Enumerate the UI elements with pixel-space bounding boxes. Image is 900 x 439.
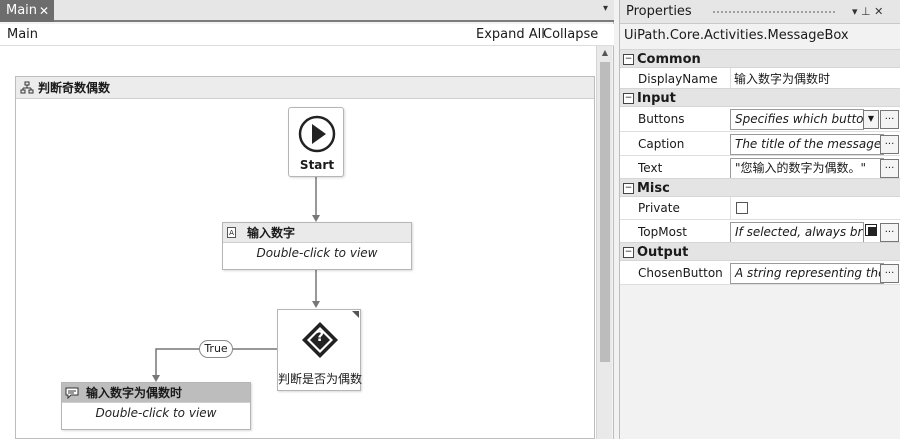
property-row-text[interactable]: Text "您输入的数字为偶数。" ... [620, 156, 900, 180]
property-label: Text [638, 161, 663, 175]
properties-title: Properties [626, 4, 692, 19]
flowchart-header: 判断奇数偶数 [16, 77, 594, 99]
decision-label: 判断是否为偶数 [278, 372, 363, 386]
chevron-down-icon[interactable]: ▾ [602, 3, 608, 14]
column-divider [730, 197, 731, 220]
input-dialog-icon: A [227, 227, 236, 238]
tab-main[interactable]: Main ✕ [0, 0, 54, 22]
ellipsis-button[interactable]: ... [880, 159, 899, 178]
activity-type-name: UiPath.Core.Activities.MessageBox [624, 28, 849, 43]
activity-title: 输入数字 [247, 226, 296, 240]
category-input[interactable]: − Input [620, 88, 900, 107]
decision-icon [302, 322, 338, 358]
ellipsis-button[interactable]: ... [880, 223, 899, 242]
text-field[interactable]: "您输入的数字为偶数。" [730, 158, 884, 179]
document-tab-strip: Main ✕ ▾ [0, 0, 614, 22]
property-label: Buttons [638, 112, 685, 126]
category-label: Output [637, 245, 689, 260]
scroll-up-icon[interactable]: ▲ [601, 48, 609, 57]
property-row-private[interactable]: Private [620, 197, 900, 220]
category-common[interactable]: − Common [620, 49, 900, 68]
corner-marker-icon [352, 311, 359, 318]
category-label: Common [637, 52, 701, 67]
caption-field[interactable]: The title of the message b [730, 134, 884, 155]
property-row-displayname[interactable]: DisplayName 输入数字为偶数时 [620, 68, 900, 91]
pin-icon[interactable]: ▾ ⊥ ✕ [852, 5, 884, 18]
category-label: Misc [637, 181, 670, 196]
workflow-designer: Main ✕ ▾ Main Expand All Collapse All 判断… [0, 0, 614, 439]
activity-hint: Double-click to view [95, 406, 217, 420]
activity-title: 输入数字为偶数时 [86, 386, 183, 400]
displayname-field[interactable]: 输入数字为偶数时 [734, 72, 831, 86]
property-label: Private [638, 201, 680, 215]
message-icon [65, 387, 79, 399]
private-checkbox[interactable] [736, 202, 748, 214]
tab-main-label: Main [6, 3, 38, 18]
flow-connectors [152, 177, 320, 382]
flowchart-icon [20, 77, 34, 102]
property-row-buttons[interactable]: Buttons Specifies which button ▼ ... [620, 107, 900, 132]
property-label: DisplayName [638, 72, 718, 86]
input-number-activity[interactable]: A 输入数字 Double-click to view [222, 222, 412, 270]
category-misc[interactable]: − Misc [620, 178, 900, 197]
message-box-activity[interactable]: 输入数字为偶数时 Double-click to view [61, 382, 251, 430]
start-label: Start [299, 158, 335, 172]
checkbox-fill [868, 227, 876, 235]
question-mark: ? [315, 329, 325, 345]
start-node[interactable]: Start [288, 107, 344, 177]
expand-all-button[interactable]: Expand All [476, 27, 545, 42]
close-icon[interactable]: ✕ [38, 4, 49, 18]
drag-grip[interactable] [712, 10, 836, 14]
flowchart-title: 判断奇数偶数 [38, 81, 111, 95]
chevron-down-icon[interactable]: ▼ [863, 110, 879, 129]
property-row-chosenbutton[interactable]: ChosenButton A string representing the .… [620, 261, 900, 285]
properties-panel: Properties ▾ ⊥ ✕ UiPath.Core.Activities.… [619, 0, 900, 439]
decision-node[interactable]: ? 判断是否为偶数 [277, 309, 363, 391]
collapse-icon[interactable]: − [623, 183, 634, 194]
play-icon [298, 115, 336, 153]
ellipsis-button[interactable]: ... [880, 264, 899, 283]
flowchart-container[interactable]: 判断奇数偶数 Start [15, 76, 595, 439]
property-row-caption[interactable]: Caption The title of the message b ... [620, 132, 900, 156]
designer-canvas[interactable]: 判断奇数偶数 Start [0, 46, 596, 439]
collapse-icon[interactable]: − [623, 54, 634, 65]
property-row-topmost[interactable]: TopMost If selected, always brin ... [620, 220, 900, 244]
vertical-scrollbar[interactable]: ▲ [596, 46, 612, 439]
activity-header: 输入数字为偶数时 [62, 383, 250, 403]
ellipsis-button[interactable]: ... [880, 135, 899, 154]
breadcrumb[interactable]: Main [7, 27, 39, 42]
activity-header: A 输入数字 [223, 223, 411, 243]
property-label: ChosenButton [638, 266, 723, 280]
properties-title-bar: Properties ▾ ⊥ ✕ [620, 0, 900, 24]
topmost-checkbox[interactable] [865, 224, 877, 236]
category-label: Input [637, 91, 676, 106]
buttons-field[interactable]: Specifies which button [730, 109, 864, 130]
chosenbutton-field[interactable]: A string representing the [730, 263, 884, 284]
activity-hint: Double-click to view [256, 246, 378, 260]
ellipsis-button[interactable]: ... [880, 110, 899, 129]
property-label: Caption [638, 137, 685, 151]
column-divider [730, 68, 731, 91]
collapse-icon[interactable]: − [623, 247, 634, 258]
collapse-icon[interactable]: − [623, 93, 634, 104]
true-branch-label[interactable]: True [199, 340, 233, 358]
topmost-field[interactable]: If selected, always brin [730, 222, 864, 243]
designer-header: Main Expand All Collapse All [0, 24, 614, 64]
category-output[interactable]: − Output [620, 242, 900, 261]
scrollbar-thumb[interactable] [600, 62, 610, 362]
property-label: TopMost [638, 225, 687, 239]
